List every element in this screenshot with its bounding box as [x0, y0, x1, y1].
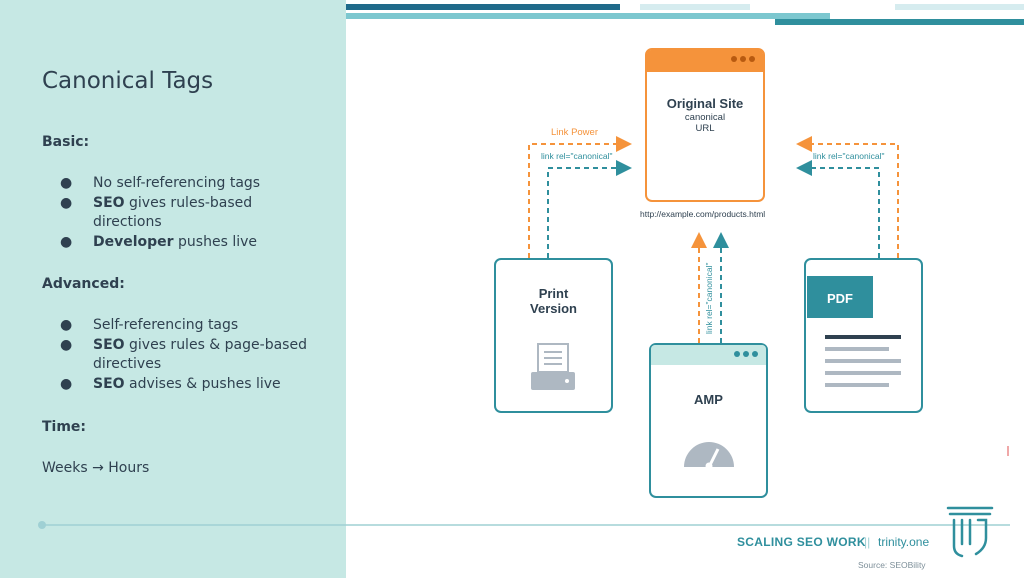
footer-site: trinity.one [878, 535, 930, 549]
trinity-logo-icon [946, 506, 994, 558]
pdf-line [825, 347, 889, 351]
time-value: Weeks → Hours [42, 460, 150, 476]
amp-title: AMP [694, 392, 723, 407]
window-dots-icon [728, 56, 755, 62]
original-site-box: Original Site canonical URL [645, 48, 765, 202]
pdf-line [825, 359, 901, 363]
top-bar-light [220, 13, 830, 19]
advanced-heading: Advanced: [42, 276, 125, 292]
page-title: Canonical Tags [42, 68, 214, 94]
rel-left-label: link rel="canonical" [541, 151, 613, 161]
rel-vertical-label: link rel="canonical" [704, 262, 714, 334]
left-panel [0, 0, 346, 578]
top-bar-pale [640, 4, 750, 10]
window-header [647, 50, 763, 72]
top-bar-right-pale [895, 4, 1024, 10]
link-power-label: Link Power [551, 127, 598, 138]
basic-heading: Basic: [42, 134, 90, 150]
arrow-print-linkpower [528, 136, 632, 258]
pdf-line [825, 383, 889, 387]
divider-dot [38, 521, 46, 529]
speedometer-icon [684, 442, 734, 469]
print-version-box: Print Version [494, 258, 613, 413]
arrow-print-canonical [547, 160, 632, 258]
list-item: ●SEO gives rules-based directions [60, 194, 253, 231]
pdf-title: PDF [827, 291, 853, 306]
list-item: ●SEO advises & pushes live [60, 375, 281, 392]
printer-icon [531, 343, 575, 390]
window-header [651, 345, 766, 365]
list-item: ●Self-referencing tags [60, 317, 239, 333]
advanced-list: ●Self-referencing tags ●SEO gives rules … [60, 316, 320, 394]
arrow-pdf-linkpower [796, 136, 899, 258]
pdf-box: PDF [804, 258, 923, 413]
pdf-label-block [807, 276, 873, 318]
pdf-line [825, 335, 901, 339]
footer-separator: || [864, 535, 871, 549]
url-line: URL [695, 123, 715, 134]
print-line2: Version [530, 301, 577, 316]
amp-box: AMP [649, 343, 768, 498]
basic-list: ●No self-referencing tags ●SEO gives rul… [60, 174, 320, 252]
print-line1: Print [538, 286, 569, 301]
list-item: ●No self-referencing tags [60, 175, 261, 191]
top-bar-right [775, 19, 1024, 25]
canonical-line: canonical [684, 112, 726, 123]
window-dots-icon [731, 351, 758, 357]
arrow-pdf-canonical [796, 160, 880, 258]
list-item: ●SEO gives rules & page-based directives [60, 336, 307, 373]
original-url: http://example.com/products.html [640, 209, 766, 219]
original-site-title: Original Site [666, 96, 744, 111]
time-heading: Time: [42, 419, 87, 435]
pdf-line [825, 371, 901, 375]
footer-brand: SCALING SEO WORK [737, 535, 866, 549]
list-item: ●Developer pushes live [60, 233, 257, 250]
source-note: Source: SEOBility [858, 560, 926, 570]
rel-right-label: link rel="canonical" [813, 151, 885, 161]
